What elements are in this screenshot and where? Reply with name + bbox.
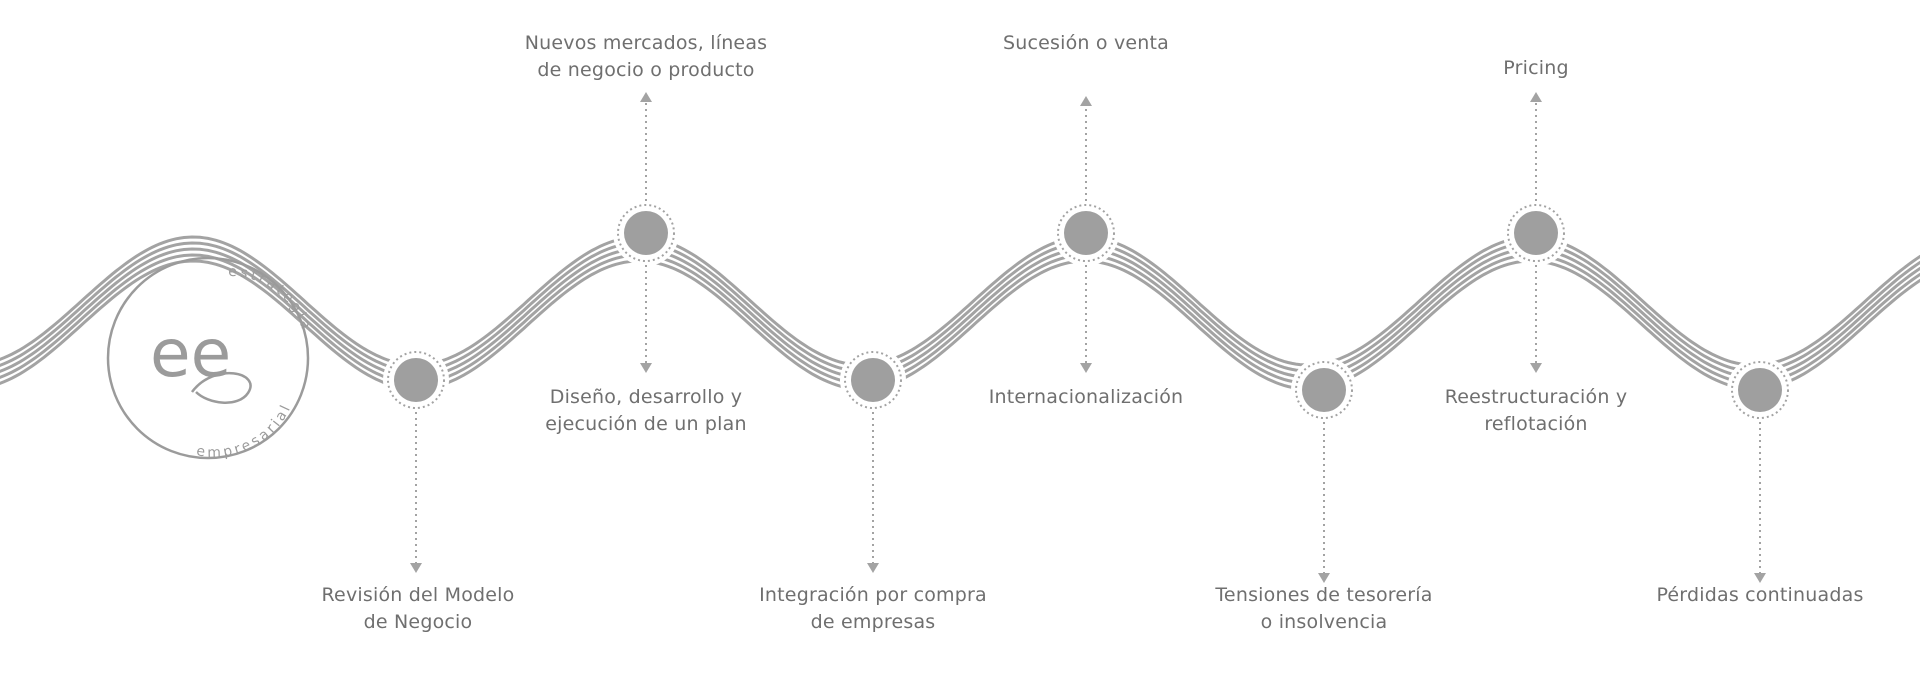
label-pricing: Pricing xyxy=(1503,57,1569,79)
arrow-down-icon xyxy=(640,363,652,373)
label-revision-modelo-negocio: Revisión del Modelo de Negocio xyxy=(321,584,515,633)
label-perdidas-continuadas: Pérdidas continuadas xyxy=(1656,584,1864,606)
arrow-down-icon xyxy=(410,563,422,573)
arrow-down-icon xyxy=(1754,573,1766,583)
label-tensiones-tesoreria: Tensiones de tesorería o insolvencia xyxy=(1215,584,1433,633)
node-ring-revision xyxy=(387,351,445,409)
node-dot-sucesion xyxy=(1064,211,1108,255)
arrow-down-icon xyxy=(1318,573,1330,583)
node-ring-pricing xyxy=(1507,204,1565,262)
arrow-up-icon xyxy=(1530,92,1542,102)
node-dot-perdidas xyxy=(1738,368,1782,412)
node-ring-sucesion xyxy=(1057,204,1115,262)
arrow-up-icon xyxy=(1080,96,1092,106)
node-ring-perdidas xyxy=(1731,361,1789,419)
node-dot-revision xyxy=(394,358,438,402)
logo-swoosh-icon xyxy=(190,371,252,404)
node-ring-integracion xyxy=(844,351,902,409)
arrow-down-icon xyxy=(867,563,879,573)
node-dot-tensiones xyxy=(1302,368,1346,412)
logo-monogram: ee xyxy=(150,315,231,392)
node-ring-tensiones xyxy=(1295,361,1353,419)
arrow-down-icon xyxy=(1530,363,1542,373)
node-dot-integracion xyxy=(851,358,895,402)
node-dot-nuevos xyxy=(624,211,668,255)
node-dot-pricing xyxy=(1514,211,1558,255)
label-integracion-compra: Integración por compra de empresas xyxy=(759,584,987,633)
label-reestructuracion: Reestructuración y reflotación xyxy=(1444,386,1628,435)
logo-ring xyxy=(106,256,310,460)
label-internacionalizacion: Internacionalización xyxy=(988,386,1184,408)
label-nuevos-mercados: Nuevos mercados, líneas de negocio o pro… xyxy=(524,32,768,81)
label-diseno-plan: Diseño, desarrollo y ejecución de un pla… xyxy=(545,386,747,435)
label-sucesion-venta: Sucesión o venta xyxy=(1002,32,1170,54)
arrow-up-icon xyxy=(640,92,652,102)
arrow-down-icon xyxy=(1080,363,1092,373)
node-ring-nuevos xyxy=(617,204,675,262)
